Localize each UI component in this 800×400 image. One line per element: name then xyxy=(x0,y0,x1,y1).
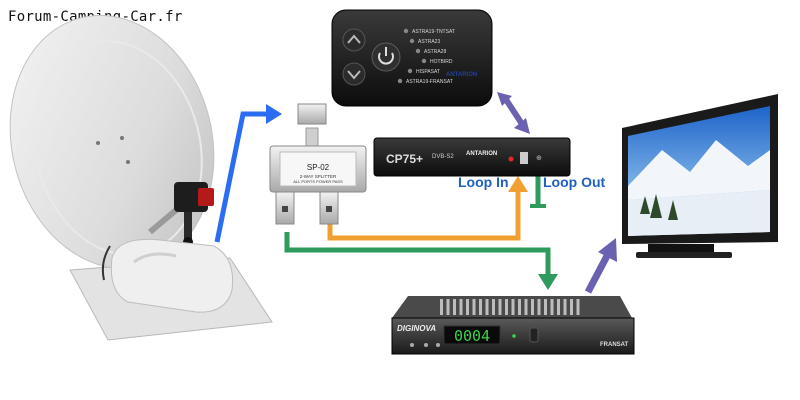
receiver-badge: FRANSAT xyxy=(600,342,629,348)
vent-slot xyxy=(485,299,489,315)
splitter: SP-02 2-WAY SPLITTER ALL PORTS POWER PAS… xyxy=(269,103,367,225)
satellite-label: HISPASAT xyxy=(416,69,440,75)
remote-brand: ANTARION xyxy=(446,72,477,78)
splitter-subtitle: 2-WAY SPLITTER xyxy=(300,174,337,179)
cable-splitter-to-receiver xyxy=(284,232,558,290)
vent-slot xyxy=(563,299,567,315)
vent-slot xyxy=(466,299,469,315)
television xyxy=(622,94,778,258)
controller-model: CP75+ xyxy=(386,152,423,166)
splitter-note: ALL PORTS POWER PASS xyxy=(293,179,343,184)
satellite-receiver: DIGINOVA 0004 FRANSAT xyxy=(391,296,635,355)
satellite-led-icon xyxy=(415,48,421,54)
vent-slot xyxy=(492,299,495,315)
vent-slot xyxy=(570,299,573,315)
vent-slot xyxy=(511,299,515,315)
controller-subtitle: DVB-S2 xyxy=(432,154,454,160)
satellite-label: ASTRA19-TNTSAT xyxy=(412,29,455,35)
vent-slot xyxy=(498,299,502,315)
vent-slot xyxy=(459,299,463,315)
satellite-led-icon xyxy=(409,38,415,44)
vent-slot xyxy=(524,299,528,315)
vent-slot xyxy=(531,299,534,315)
vent-slot xyxy=(544,299,547,315)
vent-slot xyxy=(505,299,508,315)
vent-slot xyxy=(440,299,443,315)
cable-dish-to-splitter xyxy=(214,104,282,243)
receiver-brand: DIGINOVA xyxy=(397,324,436,333)
satellite-led-icon xyxy=(407,68,413,74)
satellite-label: ASTRA23 xyxy=(418,39,440,45)
vent-slot xyxy=(446,299,450,315)
loop-out-label: Loop Out xyxy=(543,174,606,190)
lnb-icon xyxy=(174,182,214,247)
vent-slot xyxy=(576,299,580,315)
loop-out-port xyxy=(530,176,546,208)
satellite-led-icon xyxy=(421,58,427,64)
vent-slot xyxy=(557,299,560,315)
vent-slot xyxy=(550,299,554,315)
arrow-remote-controller xyxy=(497,92,530,134)
satellite-label: HOTBIRD xyxy=(430,59,453,65)
satellite-dish xyxy=(9,14,273,341)
satellite-label: ASTRA28 xyxy=(424,49,446,55)
loop-in-label: Loop In xyxy=(458,174,509,190)
satellite-led-icon xyxy=(397,78,403,84)
arrow-receiver-to-tv xyxy=(584,238,617,294)
vent-slot xyxy=(518,299,521,315)
cable-splitter-to-loop-in xyxy=(327,176,528,241)
splitter-model: SP-02 xyxy=(307,163,330,172)
vent-slot xyxy=(472,299,476,315)
satellite-label: ASTRA19-FRANSAT xyxy=(406,79,453,85)
vent-slot xyxy=(453,299,456,315)
controller-box: CP75+ DVB-S2 ANTARION ⊕ xyxy=(373,137,571,177)
vent-slot xyxy=(537,299,541,315)
svg-text:⊕: ⊕ xyxy=(536,155,542,162)
controller-brand: ANTARION xyxy=(466,151,497,157)
vent-slot xyxy=(479,299,482,315)
satellite-led-icon xyxy=(403,28,409,34)
receiver-display: 0004 xyxy=(454,327,490,345)
